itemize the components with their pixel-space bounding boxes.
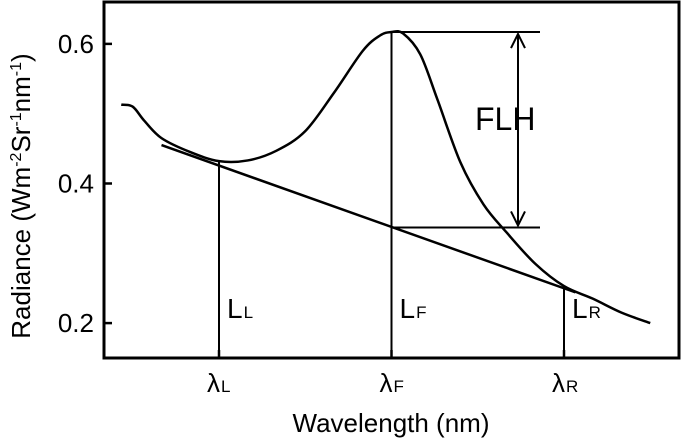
radiance-spectrum-line — [121, 29, 651, 325]
marker-label: LR — [572, 293, 601, 324]
y-axis-ticks: 0.2 0.4 0.6 — [58, 29, 112, 338]
y-tick-label: 0.2 — [58, 308, 94, 338]
flh-annotation: FLH — [391, 31, 540, 229]
flh-arrow-head-up — [510, 31, 526, 49]
flh-label: FLH — [475, 101, 535, 137]
y-axis-title: Radiance (Wm-2Sr-1nm-1) — [6, 53, 36, 338]
x-tick-label: λL — [207, 368, 230, 398]
baseline-line — [161, 143, 576, 294]
flh-arrow-head-down — [510, 211, 526, 228]
x-tick-label: λF — [380, 368, 404, 398]
x-axis-title: Wavelength (nm) — [293, 408, 490, 438]
marker-label: LL — [227, 293, 253, 324]
wavelength-markers: LL LF LR — [218, 32, 601, 358]
x-tick-label: λR — [552, 368, 578, 398]
y-tick-label: 0.4 — [58, 168, 94, 198]
y-tick-label: 0.6 — [58, 29, 94, 59]
marker-label: LF — [400, 293, 427, 324]
